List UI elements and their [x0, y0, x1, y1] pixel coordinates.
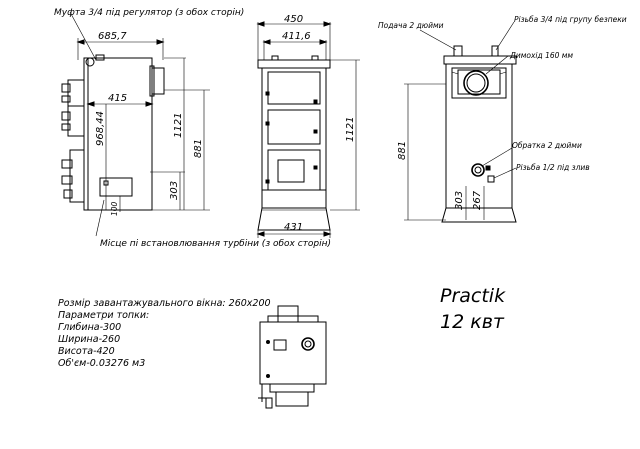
top-body: [259, 321, 327, 385]
dim-100: 100: [110, 201, 119, 216]
note-depth: Глибина-300: [58, 322, 121, 333]
note-window-size: Розмір завантажувального вікна: 260x200: [58, 298, 271, 309]
front-body: [261, 67, 327, 209]
note-volume: Об'єм-0.03276 м3: [58, 358, 145, 369]
note-height: Висота-420: [58, 346, 115, 357]
callout-drain: Різьба 1/2 під злив: [516, 163, 590, 172]
dim-1121-b: 1121: [345, 117, 356, 142]
dim-968: 968,44: [95, 111, 106, 146]
title-power: 12 квт: [440, 311, 505, 333]
dim-303-b: 303: [454, 191, 465, 210]
dim-450: 450: [284, 14, 303, 25]
callout-mufta: Муфта 3/4 під регулятор (з обох сторін): [54, 8, 244, 18]
dim-415: 415: [108, 93, 127, 104]
callout-thread-pump: Різьба 3/4 під групу безпеки: [514, 15, 627, 24]
note-width: Ширина-260: [58, 334, 120, 345]
title-block: Practik 12 квт: [440, 285, 506, 333]
callout-turbine: Місце пі встановлювання турбіни (з обох …: [100, 239, 331, 249]
callout-flue: Димохід 160 мм: [509, 51, 573, 60]
top-view: [258, 305, 327, 409]
callout-supply: Подача 2 дюйми: [378, 21, 444, 30]
dim-303-a: 303: [169, 181, 180, 200]
dim-881-a: 881: [193, 139, 204, 158]
dim-267: 267: [472, 190, 483, 210]
title-model: Practik: [440, 285, 506, 307]
rear-view: Подача 2 дюйми Різьба 3/4 під групу безп…: [378, 15, 627, 223]
front-view: 450 411,6: [256, 14, 360, 238]
notes-block: Розмір завантажувального вікна: 260x200 …: [58, 298, 271, 369]
flue-outlet: [463, 70, 489, 96]
dim-431: 431: [284, 222, 303, 233]
callout-return: Обратка 2 дюйми: [512, 141, 582, 150]
dim-881-b: 881: [397, 141, 408, 160]
dim-1121-a: 1121: [173, 113, 184, 138]
note-firebox-params: Параметри топки:: [58, 310, 149, 321]
dim-685: 685,7: [98, 31, 127, 42]
rear-body: [445, 63, 513, 209]
turbine-box: [99, 177, 133, 197]
side-view: 685,7 Муфта 3/4 під регулятор (з обох ст…: [54, 8, 331, 249]
return-pipe: [471, 163, 485, 177]
dim-411: 411,6: [282, 31, 311, 42]
